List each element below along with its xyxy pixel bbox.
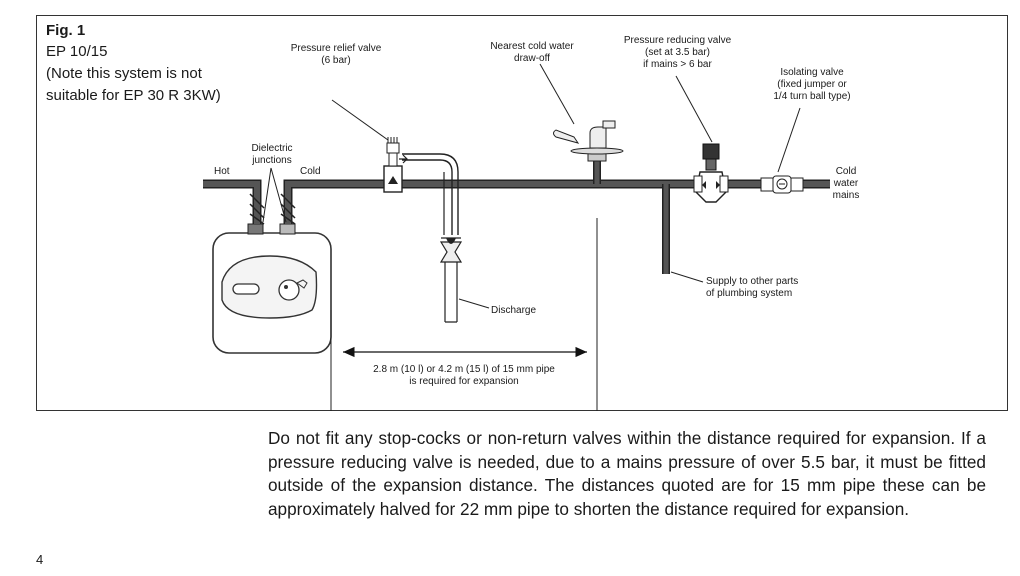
subtitle-line: (Note this system is not	[46, 65, 202, 82]
figure-frame	[36, 15, 1008, 411]
label-discharge: Discharge	[491, 305, 537, 316]
figure-title: Fig. 1	[46, 22, 86, 39]
cold-pipe	[283, 179, 830, 224]
pressure-reducing-valve	[693, 143, 729, 203]
discharge-pipe	[444, 262, 458, 323]
water-heater-unit	[212, 232, 332, 354]
pointer-drawoff	[539, 63, 575, 125]
hot-pipe	[203, 179, 262, 224]
label-pressure-relief: Pressure relief valve(6 bar)	[290, 43, 382, 66]
label-expansion: 2.8 m (10 l) or 4.2 m (15 l) of 15 mm pi…	[373, 364, 555, 387]
pointer-relief	[331, 99, 389, 141]
pointer-isolating	[777, 107, 801, 173]
subtitle-line: EP 10/15	[46, 43, 108, 60]
pointer-dielectric	[262, 167, 287, 223]
pointer-supply	[670, 271, 704, 283]
body-paragraph: Do not fit any stop-cocks or non-return …	[268, 428, 986, 519]
cold-tap	[553, 120, 624, 162]
label-hot: Hot	[214, 166, 230, 177]
label-pressure-reducing: Pressure reducing valve(set at 3.5 bar)i…	[623, 35, 732, 70]
subtitle-line: suitable for EP 30 R 3KW)	[46, 87, 221, 104]
pointer-reducing	[675, 75, 713, 143]
pointer-discharge	[458, 298, 490, 309]
tundish	[439, 237, 463, 263]
page-number: 4	[36, 552, 44, 567]
label-cold: Cold	[300, 166, 321, 177]
isolating-valve	[760, 175, 804, 194]
figure-subtitle: EP 10/15 (Note this system is not suitab…	[46, 41, 221, 107]
